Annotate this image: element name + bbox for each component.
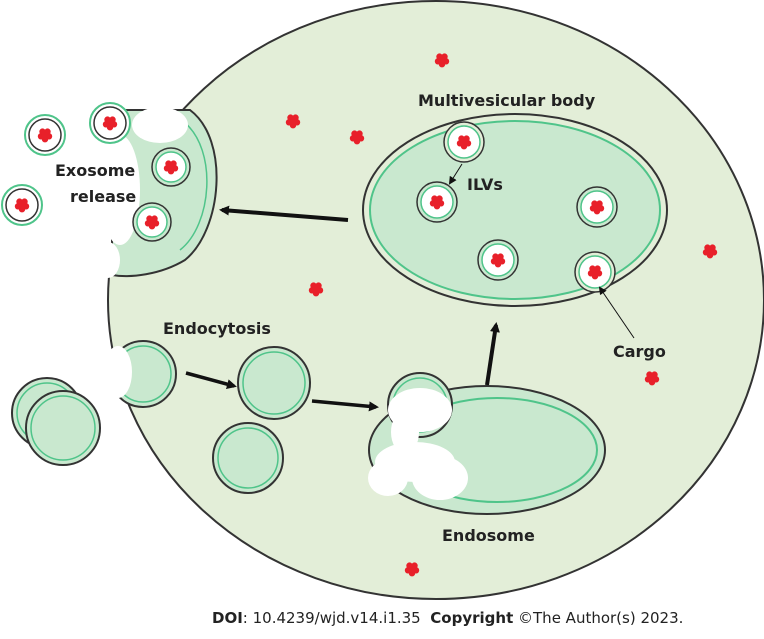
citation-footer: DOI: 10.4239/wjd.v14.i1.35 Copyright ©Th… xyxy=(212,609,683,627)
cargo-molecule xyxy=(14,198,30,213)
cargo-molecule xyxy=(285,114,301,129)
copyright-label: Copyright xyxy=(430,609,514,627)
multivesicular-body xyxy=(362,113,668,307)
cargo-molecule xyxy=(102,116,118,131)
cargo-molecule xyxy=(587,265,603,280)
label-endosome: Endosome xyxy=(442,526,535,545)
cargo-molecule xyxy=(434,53,450,68)
arrow-endocytosis-2 xyxy=(311,399,379,412)
pointer-cargo xyxy=(598,286,635,339)
outside-vesicle xyxy=(25,390,101,466)
exosome-biogenesis-diagram: Multivesicular body ILVs Exosome release… xyxy=(1,0,764,600)
endocytic-vesicle-entering xyxy=(104,340,177,408)
doi-label: DOI xyxy=(212,609,243,627)
label-multivesicular-body: Multivesicular body xyxy=(418,91,596,110)
endocytic-vesicle xyxy=(212,422,284,494)
cargo-molecule xyxy=(349,130,365,145)
cargo-molecules xyxy=(14,53,718,577)
label-endocytosis: Endocytosis xyxy=(163,319,271,338)
label-exosome-release-line1: Exosome xyxy=(55,161,135,180)
cargo-molecule xyxy=(308,282,324,297)
label-exosome-release-line2: release xyxy=(70,187,136,206)
cargo-molecule xyxy=(404,562,420,577)
pointer-ilvs xyxy=(448,163,463,185)
arrow-endocytosis-1 xyxy=(185,371,237,389)
cargo-molecule xyxy=(37,128,53,143)
cargo-molecule xyxy=(429,195,445,210)
endosome xyxy=(368,372,606,515)
cargo-molecule xyxy=(702,244,718,259)
doi-value: : 10.4239/wjd.v14.i1.35 xyxy=(242,609,421,627)
cargo-molecule xyxy=(144,215,160,230)
label-ilvs: ILVs xyxy=(467,175,503,194)
cargo-molecule xyxy=(589,200,605,215)
cargo-molecule xyxy=(456,135,472,150)
cargo-molecule xyxy=(490,253,506,268)
exosome-release-blob xyxy=(96,107,188,278)
copyright-value: ©The Author(s) 2023. xyxy=(513,609,684,627)
cargo-molecule xyxy=(644,371,660,386)
released-exosome xyxy=(1,184,43,226)
arrow-to-mvb xyxy=(485,322,500,386)
label-cargo: Cargo xyxy=(613,342,666,361)
endocytic-vesicle xyxy=(237,346,311,420)
arrow-to-exosome-release xyxy=(219,205,349,222)
cargo-molecule xyxy=(163,160,179,175)
